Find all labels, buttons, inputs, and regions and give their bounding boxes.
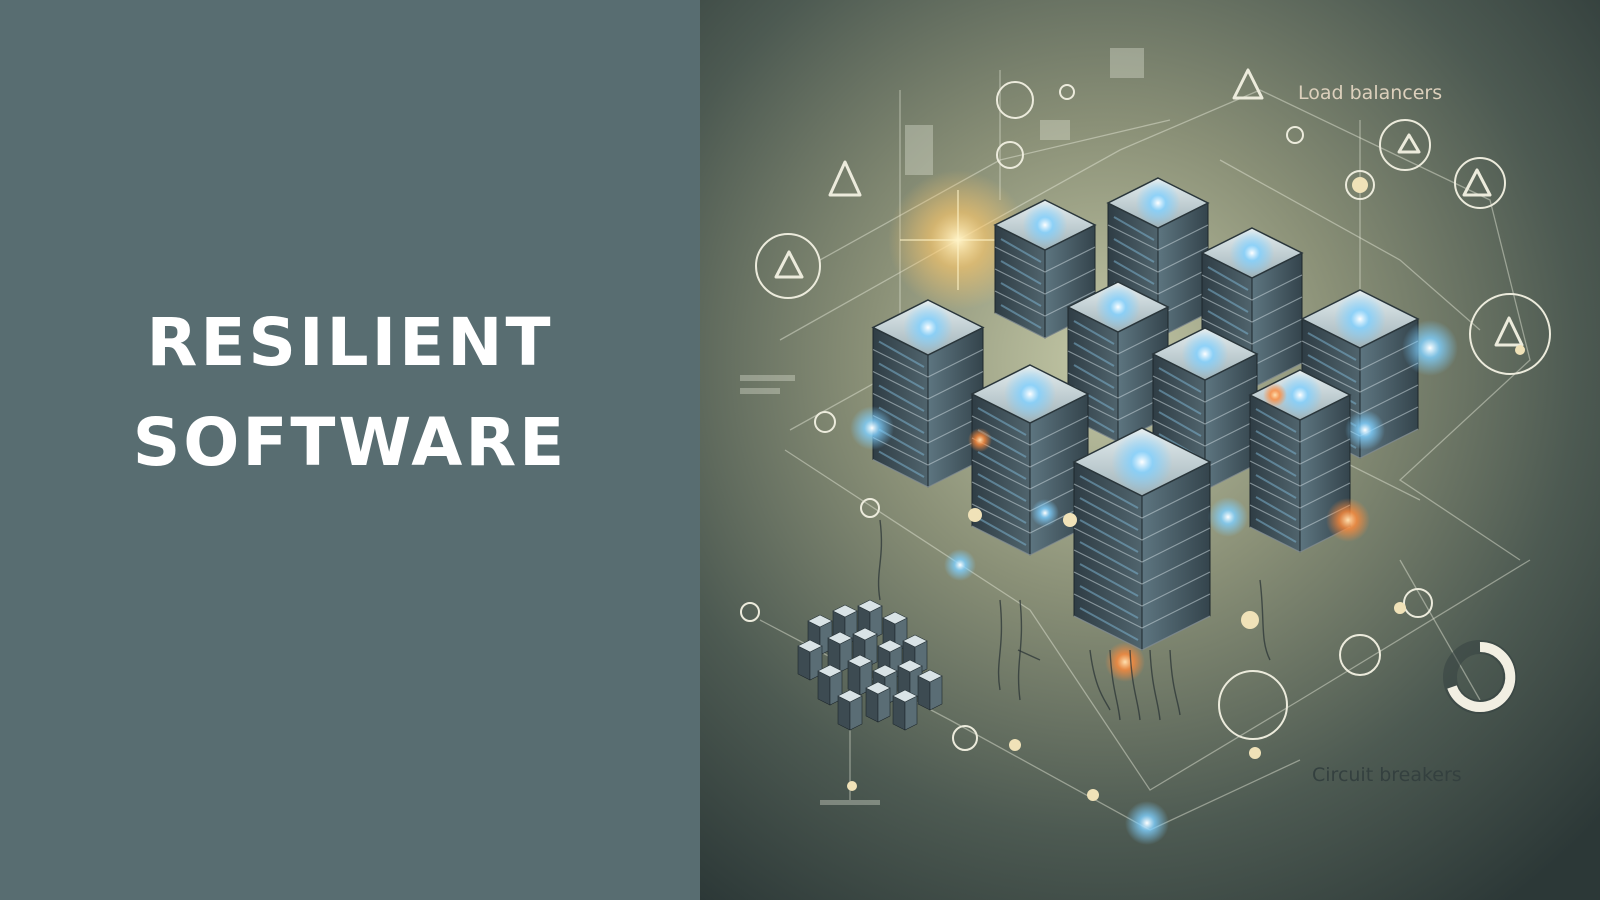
slide-title: RESILIENT SOFTWARE	[133, 293, 568, 493]
mini-server	[892, 689, 918, 731]
server-stack	[871, 299, 985, 488]
mini-server	[865, 681, 891, 723]
donut-gauge-icon	[1443, 640, 1517, 714]
triangle-icons	[774, 68, 1524, 347]
load-balancers-label: Load balancers	[1298, 82, 1443, 104]
title-panel: RESILIENT SOFTWARE	[0, 0, 700, 900]
mini-server	[817, 664, 843, 706]
mini-server	[837, 689, 863, 731]
title-line-2: SOFTWARE	[132, 403, 568, 481]
node-dots	[847, 177, 1525, 801]
circuit-breakers-label: Circuit breakers	[1312, 764, 1462, 786]
icon-nodes	[740, 81, 1551, 751]
mini-server	[917, 669, 943, 711]
faint-ui-panels	[740, 48, 1144, 805]
server-stack	[1106, 177, 1210, 339]
glow-lights	[850, 320, 1458, 845]
mini-server-cluster	[797, 599, 943, 731]
cables	[877, 519, 1271, 721]
server-stack	[1072, 427, 1212, 651]
server-cluster-illustration: Load balancers Circuit breakers	[700, 0, 1600, 900]
mini-server	[827, 631, 853, 673]
illustration-canvas	[700, 0, 1600, 900]
title-line-1: RESILIENT	[146, 303, 554, 381]
